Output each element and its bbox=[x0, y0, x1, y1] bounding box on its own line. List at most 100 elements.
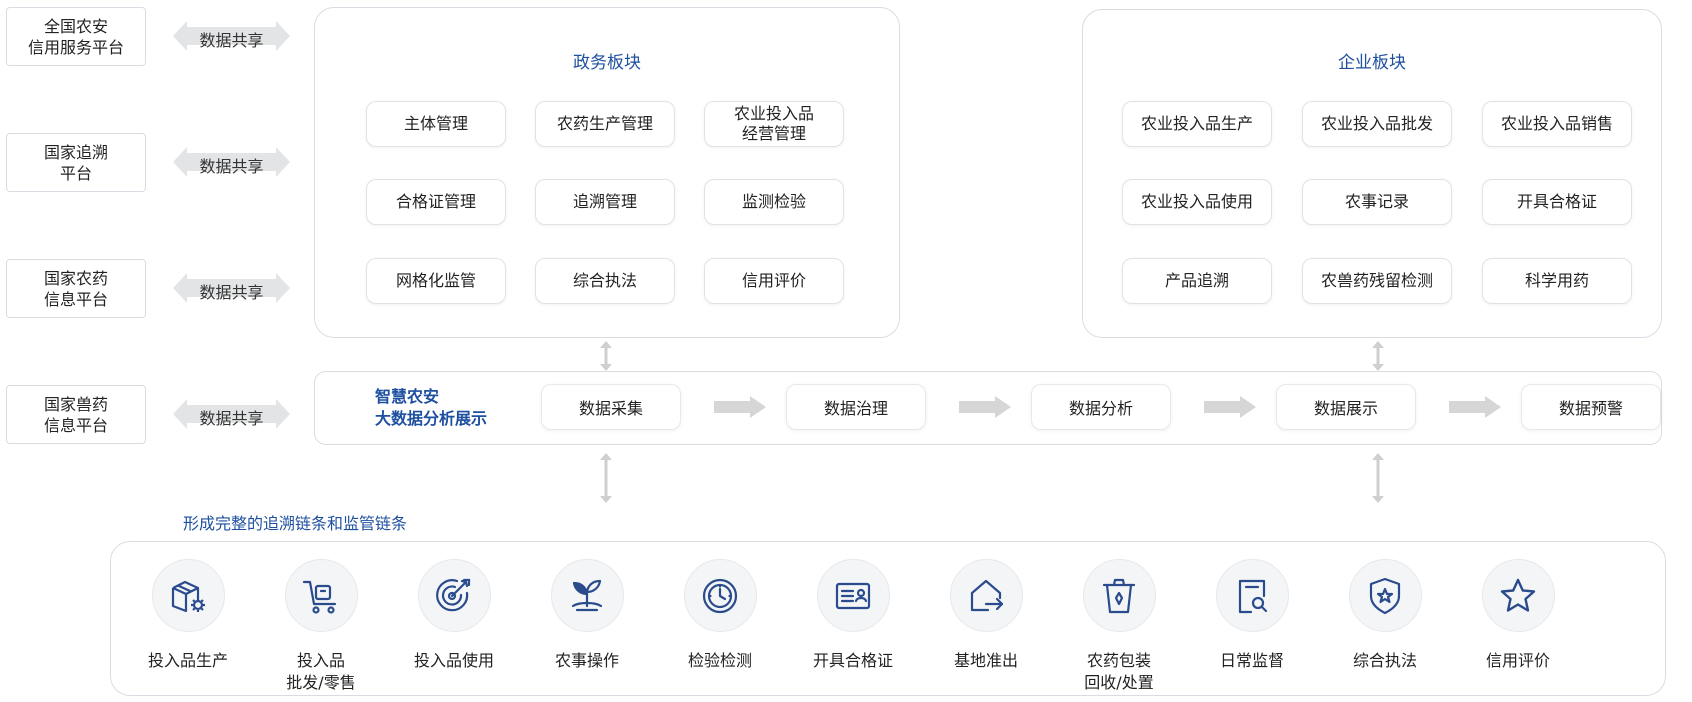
chain-icon-circle bbox=[816, 559, 890, 632]
shield-star-icon bbox=[1369, 577, 1401, 614]
ent-item: 农业投入品生产 bbox=[1122, 101, 1272, 147]
ent-item: 农兽药残留检测 bbox=[1302, 258, 1452, 304]
gauge-icon bbox=[702, 578, 738, 613]
chain-item-exit: 基地准出 bbox=[926, 559, 1046, 672]
chain-item-wholesale: 投入品 批发/零售 bbox=[261, 559, 381, 694]
double-arrow-icon bbox=[173, 273, 290, 303]
chain-icon-circle bbox=[151, 559, 225, 632]
chain-item-usage: 投入品使用 bbox=[394, 559, 514, 672]
ent-item: 农业投入品销售 bbox=[1482, 101, 1632, 147]
chain-icon-circle bbox=[1082, 559, 1156, 632]
chain-label: 投入品生产 bbox=[147, 651, 228, 670]
recycle-bin-icon bbox=[1102, 578, 1136, 613]
flow-step: 数据分析 bbox=[1031, 384, 1171, 430]
chain-icon-circle bbox=[683, 559, 757, 632]
ent-item: 开具合格证 bbox=[1482, 179, 1632, 225]
chain-icon-circle bbox=[1481, 559, 1555, 632]
platform-national-trace: 国家追溯 平台 bbox=[6, 133, 146, 192]
chain-item-supervision: 日常监督 bbox=[1192, 559, 1312, 672]
sprout-icon bbox=[571, 579, 603, 611]
chain-item-farming: 农事操作 bbox=[527, 559, 647, 672]
right-arrow-icon bbox=[1449, 396, 1501, 418]
chain-label: 农药包装 回收/处置 bbox=[1084, 651, 1154, 692]
gov-item: 信用评价 bbox=[704, 258, 844, 304]
data-share-arrow: 数据共享 bbox=[173, 397, 290, 431]
ent-item: 农事记录 bbox=[1302, 179, 1452, 225]
gov-item: 农业投入品 经营管理 bbox=[704, 101, 844, 147]
flow-step: 数据采集 bbox=[541, 384, 681, 430]
gov-item: 合格证管理 bbox=[366, 179, 506, 225]
gov-item: 农药生产管理 bbox=[535, 101, 675, 147]
ent-panel-title: 企业板块 bbox=[1338, 53, 1406, 73]
data-share-label: 数据共享 bbox=[199, 283, 264, 302]
chain-icon-circle bbox=[1215, 559, 1289, 632]
chain-label: 基地准出 bbox=[953, 651, 1018, 670]
data-share-arrow: 数据共享 bbox=[173, 19, 290, 53]
platform-national-credit: 全国农安 信用服务平台 bbox=[6, 7, 146, 66]
chain-icon-circle bbox=[1348, 559, 1422, 632]
bigdata-title-line1: 智慧农安 bbox=[375, 387, 440, 406]
chain-item-inspection: 检验检测 bbox=[660, 559, 780, 672]
vertical-connector bbox=[599, 453, 613, 503]
bigdata-title: 智慧农安 大数据分析展示 bbox=[375, 386, 487, 430]
ent-item: 农业投入品批发 bbox=[1302, 101, 1452, 147]
house-exit-icon bbox=[970, 579, 1004, 611]
chain-icon-circle bbox=[417, 559, 491, 632]
chain-icon-circle bbox=[949, 559, 1023, 632]
inspect-doc-icon bbox=[1238, 579, 1268, 613]
chain-item-enforcement: 综合执法 bbox=[1325, 559, 1445, 672]
cart-icon bbox=[302, 580, 337, 614]
data-share-arrow: 数据共享 bbox=[173, 145, 290, 179]
data-share-label: 数据共享 bbox=[199, 409, 264, 428]
gov-panel-title: 政务板块 bbox=[573, 53, 641, 73]
flow-step: 数据预警 bbox=[1521, 384, 1661, 430]
chain-label: 农事操作 bbox=[554, 651, 619, 670]
ent-panel: 企业板块 农业投入品生产 农业投入品批发 农业投入品销售 农业投入品使用 农事记… bbox=[1082, 9, 1662, 338]
flow-step: 数据展示 bbox=[1276, 384, 1416, 430]
chain-item-production: 投入品生产 bbox=[128, 559, 248, 672]
data-share-label: 数据共享 bbox=[199, 157, 264, 176]
chain-label: 投入品使用 bbox=[413, 651, 494, 670]
chain-icon-circle bbox=[550, 559, 624, 632]
gov-panel: 政务板块 主体管理 农药生产管理 农业投入品 经营管理 合格证管理 追溯管理 监… bbox=[314, 7, 900, 338]
double-arrow-icon bbox=[173, 399, 290, 429]
platform-national-pesticide: 国家农药 信息平台 bbox=[6, 259, 146, 318]
box-gear-icon bbox=[171, 580, 205, 612]
data-share-arrow: 数据共享 bbox=[173, 271, 290, 305]
chain-item-certificate: 开具合格证 bbox=[793, 559, 913, 672]
platform-national-vetdrug: 国家兽药 信息平台 bbox=[6, 385, 146, 444]
target-icon bbox=[436, 578, 471, 611]
chain-item-credit: 信用评价 bbox=[1458, 559, 1578, 672]
chain-icon-circle bbox=[284, 559, 358, 632]
ent-item: 科学用药 bbox=[1482, 258, 1632, 304]
double-arrow-icon bbox=[173, 147, 290, 177]
gov-item: 网格化监管 bbox=[366, 258, 506, 304]
right-arrow-icon bbox=[959, 396, 1011, 418]
double-arrow-icon bbox=[173, 21, 290, 51]
vertical-connector bbox=[1371, 341, 1385, 371]
certificate-icon bbox=[835, 582, 871, 609]
chain-label: 检验检测 bbox=[687, 651, 752, 670]
ent-item: 农业投入品使用 bbox=[1122, 179, 1272, 225]
chain-panel: 投入品生产 投入品 批发/零售 投入品使用 农事操作 bbox=[110, 541, 1666, 696]
chain-label: 综合执法 bbox=[1352, 651, 1417, 670]
right-arrow-icon bbox=[714, 396, 766, 418]
flow-step: 数据治理 bbox=[786, 384, 926, 430]
gov-item: 追溯管理 bbox=[535, 179, 675, 225]
chain-item-recycle: 农药包装 回收/处置 bbox=[1059, 559, 1179, 694]
right-arrow-icon bbox=[1204, 396, 1256, 418]
vertical-connector bbox=[599, 341, 613, 371]
star-icon bbox=[1500, 578, 1536, 612]
vertical-connector bbox=[1371, 453, 1385, 503]
gov-item: 监测检验 bbox=[704, 179, 844, 225]
chain-title: 形成完整的追溯链条和监管链条 bbox=[183, 514, 408, 533]
bigdata-title-line2: 大数据分析展示 bbox=[375, 409, 488, 428]
gov-item: 主体管理 bbox=[366, 101, 506, 147]
ent-item: 产品追溯 bbox=[1122, 258, 1272, 304]
chain-label: 投入品 批发/零售 bbox=[286, 651, 356, 692]
gov-item: 综合执法 bbox=[535, 258, 675, 304]
data-share-label: 数据共享 bbox=[199, 31, 264, 50]
bigdata-band: 智慧农安 大数据分析展示 数据采集 数据治理 数据分析 数据展示 数据预警 bbox=[314, 371, 1662, 445]
chain-label: 信用评价 bbox=[1485, 651, 1550, 670]
chain-label: 开具合格证 bbox=[812, 651, 893, 670]
